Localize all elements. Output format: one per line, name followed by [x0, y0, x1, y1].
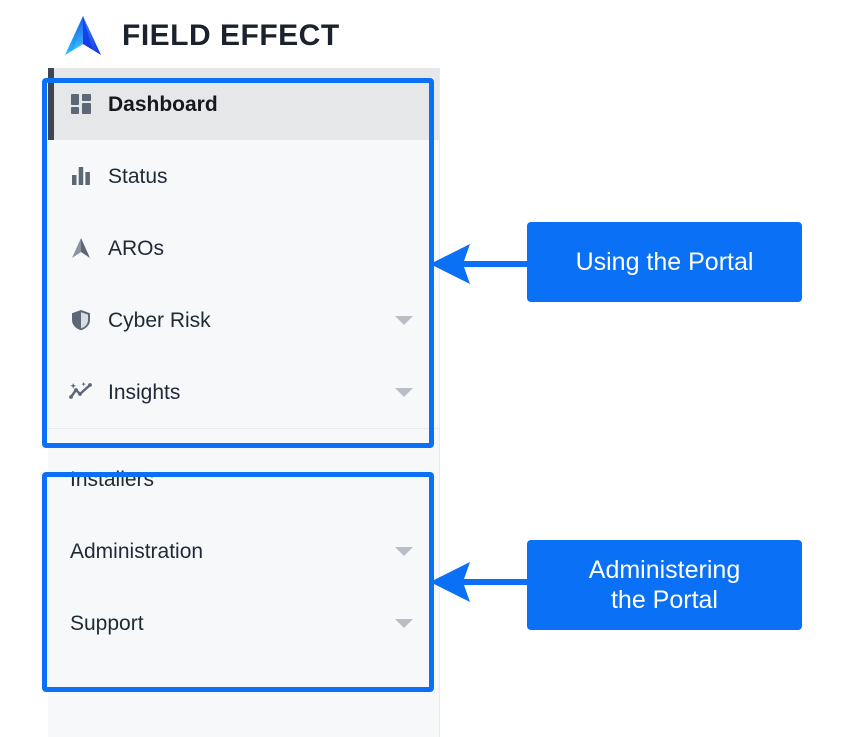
arrow-logo-icon	[68, 235, 94, 261]
sidebar-group-primary: Dashboard Status AROs	[48, 68, 439, 428]
field-effect-arrow-logo-icon	[60, 13, 106, 59]
sidebar-group-divider	[48, 428, 439, 429]
callout-text: Administering the Portal	[589, 555, 740, 615]
callout-text: Using the Portal	[575, 248, 754, 276]
sidebar-item-label: Installers	[70, 467, 155, 491]
chevron-down-icon[interactable]	[395, 387, 413, 397]
callout-text-line1: Administering	[588, 556, 741, 584]
sidebar-item-label: Support	[70, 611, 144, 635]
sidebar-item-dashboard[interactable]: Dashboard	[48, 68, 439, 140]
sidebar-item-cyber-risk[interactable]: Cyber Risk	[48, 284, 439, 356]
sidebar-item-status[interactable]: Status	[48, 140, 439, 212]
shield-icon	[68, 307, 94, 333]
sidebar-item-label: Dashboard	[108, 92, 218, 116]
sidebar-panel: Dashboard Status AROs	[48, 68, 440, 737]
chevron-down-icon[interactable]	[395, 618, 413, 628]
annotation-arrow-using-the-portal	[430, 244, 530, 284]
callout-administering-the-portal: Administering the Portal	[527, 540, 802, 630]
sidebar-group-administration: Installers Administration Support	[48, 443, 439, 659]
dashboard-grid-icon	[68, 91, 94, 117]
sidebar-item-support[interactable]: Support	[48, 587, 439, 659]
sidebar-item-installers[interactable]: Installers	[48, 443, 439, 515]
brand-header: FIELD EFFECT	[60, 8, 340, 64]
chevron-down-icon[interactable]	[395, 546, 413, 556]
callout-text-line2: the Portal	[610, 586, 718, 614]
brand-wordmark: FIELD EFFECT	[122, 19, 340, 52]
annotation-arrow-administering-the-portal	[430, 562, 530, 602]
sidebar-item-label: Insights	[108, 380, 181, 404]
sidebar-item-aros[interactable]: AROs	[48, 212, 439, 284]
sidebar-item-label: Cyber Risk	[108, 308, 211, 332]
insights-sparkle-icon	[68, 379, 94, 405]
chevron-down-icon[interactable]	[395, 315, 413, 325]
sidebar-item-label: Status	[108, 164, 168, 188]
bar-chart-icon	[68, 163, 94, 189]
sidebar-item-insights[interactable]: Insights	[48, 356, 439, 428]
sidebar-item-label: Administration	[70, 539, 204, 563]
sidebar-item-administration[interactable]: Administration	[48, 515, 439, 587]
sidebar-item-label: AROs	[108, 236, 165, 260]
callout-using-the-portal: Using the Portal	[527, 222, 802, 302]
